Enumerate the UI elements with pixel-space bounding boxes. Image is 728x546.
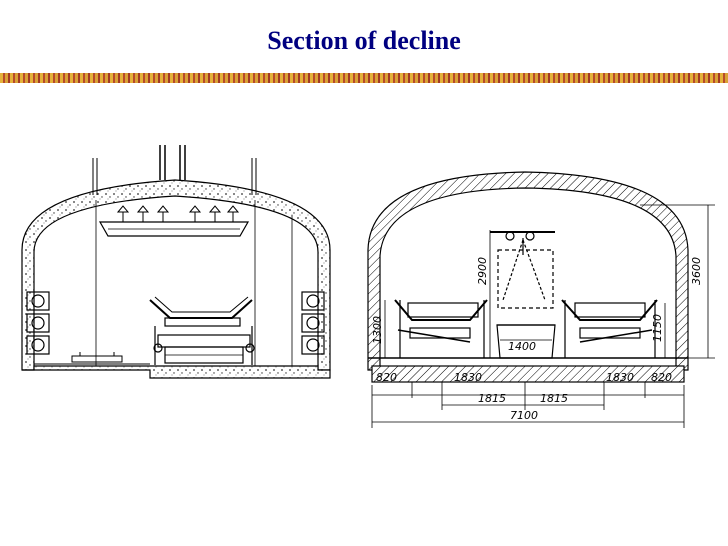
dim-820-right: 820: [651, 371, 672, 384]
dim-3600: 3600: [690, 257, 703, 285]
right-conveyor-left: [394, 299, 488, 358]
dim-1815-right: 1815: [540, 392, 568, 405]
dim-1400: 1400: [508, 340, 536, 353]
left-floor-slab: [22, 365, 331, 379]
left-arch-lining: [21, 179, 331, 371]
monorail-car: [490, 231, 556, 359]
right-conveyor-right: [561, 299, 658, 358]
dim-1830-right: 1830: [606, 371, 634, 384]
dim-1150: 1150: [651, 314, 664, 342]
slide-title: Section of decline: [267, 26, 461, 55]
dim-2900: 2900: [476, 257, 489, 285]
dim-820-left: 820: [376, 371, 397, 384]
dim-1815-left: 1815: [478, 392, 506, 405]
left-section-drawing: [21, 145, 331, 379]
title-accent-bar: [0, 73, 728, 83]
dim-7100: 7100: [510, 409, 538, 422]
dimension-lines: [371, 204, 715, 428]
right-section-drawing: [367, 171, 715, 428]
dim-1300: 1300: [371, 316, 384, 344]
dim-1830-left: 1830: [454, 371, 482, 384]
left-conveyor: [149, 296, 255, 365]
